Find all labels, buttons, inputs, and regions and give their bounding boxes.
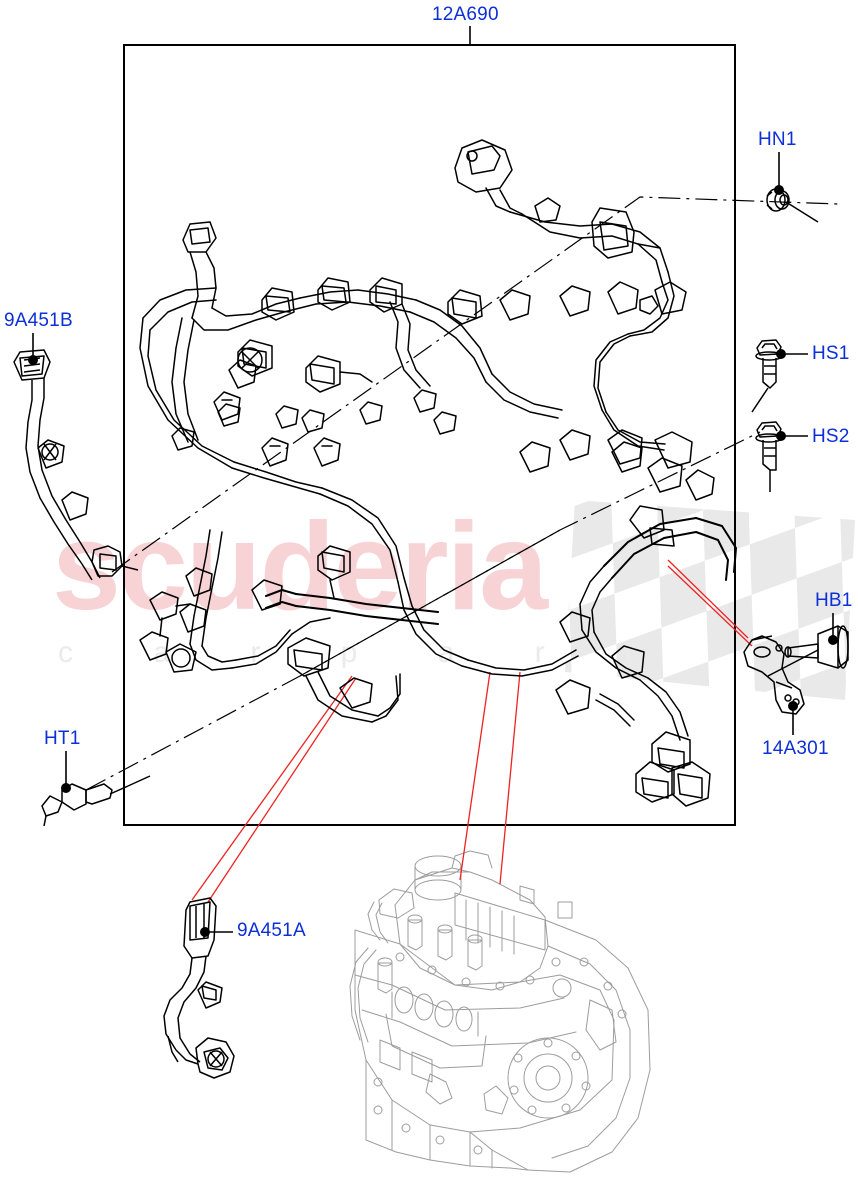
- callout-label-HS1[interactable]: HS1: [812, 343, 850, 364]
- callout-label-HS2[interactable]: HS2: [812, 426, 850, 447]
- watermark-tagline: c a r p a r t: [58, 636, 670, 669]
- dash-dot-leaders: [85, 196, 839, 791]
- sub-harness-9A451A-artwork: [163, 897, 235, 1079]
- callout-label-HN1[interactable]: HN1: [758, 129, 797, 150]
- callout-leaders: [27, 26, 838, 937]
- callout-label-14A301[interactable]: 14A301: [762, 738, 829, 759]
- diagram-frame: [123, 44, 736, 826]
- callout-label-HT1[interactable]: HT1: [44, 728, 81, 749]
- callout-label-12A690[interactable]: 12A690: [432, 4, 499, 25]
- watermark-brand: scuderia: [52, 498, 548, 636]
- red-leader-lines: [191, 559, 753, 903]
- engine-wiring-harness-artwork: [139, 139, 737, 807]
- sub-harness-9A451B-artwork: [13, 349, 139, 581]
- fasteners-artwork: [41, 188, 849, 827]
- callout-label-9A451B[interactable]: 9A451B: [4, 310, 73, 331]
- callout-label-HB1[interactable]: HB1: [815, 590, 853, 611]
- callout-label-9A451A[interactable]: 9A451A: [237, 920, 306, 941]
